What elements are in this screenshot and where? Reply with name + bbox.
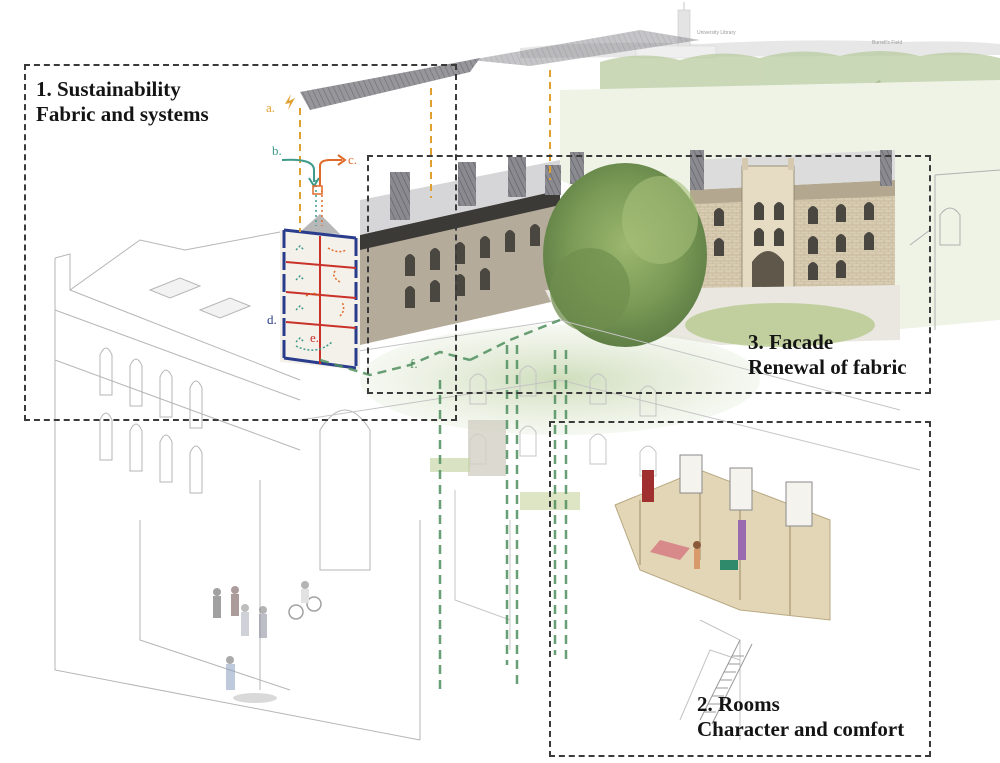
lightning-icon xyxy=(285,94,295,110)
tree xyxy=(543,163,707,347)
facade-range xyxy=(690,150,895,297)
label-b-water-in: b. xyxy=(272,143,282,158)
zone-1-subtitle: Fabric and systems xyxy=(36,102,209,126)
zone-3-subtitle: Renewal of fabric xyxy=(748,355,907,379)
green-links xyxy=(319,318,568,695)
label-d-insulation: d. xyxy=(267,312,277,327)
zone-1-sustainability-box xyxy=(24,64,457,421)
zone-2-title: 2. Rooms Character and comfort xyxy=(697,692,904,742)
label-c-heat-out: c. xyxy=(348,152,358,167)
zone-1-title: 1. Sustainability Fabric and systems xyxy=(36,77,209,127)
zone-2-rooms-box xyxy=(549,421,931,757)
rooms-cutaway xyxy=(614,454,831,621)
label-a-energy: a. xyxy=(266,100,276,115)
solar-panels xyxy=(300,30,700,110)
external-stair xyxy=(699,639,753,725)
field-label: Burrell's Field xyxy=(872,40,903,46)
zone-3-title: 3. Facade Renewal of fabric xyxy=(748,330,907,380)
energy-lines xyxy=(299,70,551,232)
zone-2-heading: 2. Rooms xyxy=(697,692,780,716)
zone-3-facade-box xyxy=(367,155,931,394)
zone-3-heading: 3. Facade xyxy=(748,330,834,354)
pedestrians xyxy=(213,581,322,703)
zone-1-heading: 1. Sustainability xyxy=(36,77,181,101)
left-wireframe-building xyxy=(54,231,421,741)
college-range xyxy=(360,152,584,345)
systems-section xyxy=(280,180,360,370)
library-label: University Library xyxy=(697,30,736,36)
zone-2-subtitle: Character and comfort xyxy=(697,717,905,741)
label-e-ventilation: e. xyxy=(310,330,320,345)
label-f-green-link: f. xyxy=(410,356,418,371)
